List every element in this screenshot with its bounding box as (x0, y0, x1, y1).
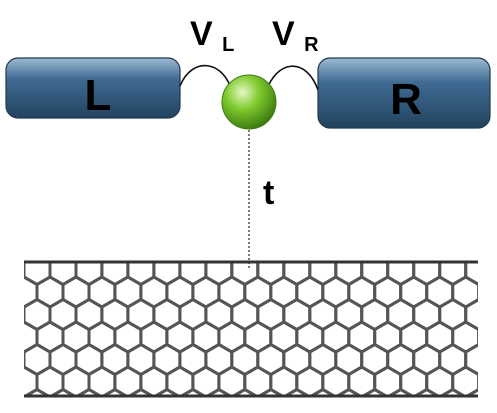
hexagon-ring (384, 262, 391, 264)
left-lead: L (5, 57, 181, 120)
hexagon-ring (358, 262, 365, 264)
hexagon-ring (0, 322, 11, 352)
hexagon-ring (477, 328, 478, 346)
hexagon-ring (24, 387, 52, 396)
hexagon-ring (24, 350, 26, 369)
hexagon-ring (98, 262, 105, 264)
hexagon-ring (477, 373, 478, 391)
hexagon-ring (176, 262, 183, 264)
hexagon-ring (230, 387, 260, 396)
hexagon-ring (412, 387, 441, 396)
right-lead-cylinder-icon (317, 57, 491, 129)
hexagon-ring (438, 387, 467, 396)
quantum-dot-sphere-icon (221, 74, 277, 130)
left-lead-label: L (85, 71, 112, 120)
carbon-nanotube-icon (0, 232, 497, 398)
right-lead-label: R (390, 75, 422, 124)
hexagon-ring (126, 387, 156, 396)
hexagon-ring (386, 387, 415, 396)
coupling-left-label: V L (190, 15, 234, 56)
coupling-right-label: V R (272, 15, 319, 56)
hexagon-ring (46, 262, 54, 264)
hexagon-ring (0, 277, 11, 307)
hexagon-ring (410, 262, 417, 264)
coupling-left-subscript: L (222, 34, 234, 56)
hexagon-ring (150, 262, 157, 264)
hexagon-ring (24, 305, 26, 324)
hexagon-ring (0, 367, 11, 397)
hexagon-ring (100, 387, 130, 396)
hexagon-ring (24, 395, 26, 396)
left-lead-cylinder-icon (5, 57, 181, 119)
coupling-left-symbol: V (190, 15, 213, 53)
coupling-right-symbol: V (272, 15, 295, 53)
hexagon-ring (48, 387, 78, 396)
coupling-right-subscript: R (304, 34, 319, 56)
hexagon-ring (477, 283, 478, 301)
hexagon-ring (282, 387, 312, 396)
hexagon-ring (74, 387, 104, 396)
hexagon-ring (436, 262, 443, 264)
nanotube-lattice (0, 232, 497, 397)
hexagon-ring (308, 387, 338, 396)
hexagon-ring (334, 387, 363, 396)
hexagon-ring (280, 262, 287, 264)
hexagon-ring (72, 262, 80, 264)
hexagon-ring (228, 262, 235, 264)
hexagon-ring (178, 387, 208, 396)
hexagon-ring (0, 232, 11, 262)
hexagon-ring (360, 387, 389, 396)
right-lead: R (317, 57, 491, 129)
hexagon-ring (332, 262, 339, 264)
hexagon-ring (202, 262, 209, 264)
hexagon-ring (479, 232, 497, 262)
hexagon-ring (24, 262, 26, 279)
right-coupling-wire (265, 65, 319, 93)
hexagon-ring (462, 262, 469, 264)
hexagon-ring (464, 388, 478, 396)
hexagon-ring (306, 262, 313, 264)
tunneling-label: t (263, 174, 274, 212)
hexagon-ring (24, 262, 28, 264)
hexagon-ring (204, 387, 234, 396)
hexagon-ring (152, 387, 182, 396)
hexagon-ring (256, 387, 286, 396)
hexagon-ring (124, 262, 131, 264)
left-coupling-wire (179, 64, 233, 93)
